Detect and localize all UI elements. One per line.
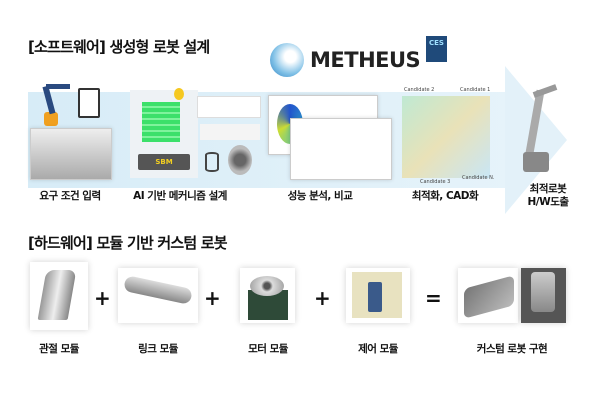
module-label: 제어 모듈 xyxy=(358,343,398,355)
result-label: 커스텀 로봇 구현 xyxy=(476,343,548,355)
joint-module-image xyxy=(30,262,88,330)
final-robot-image xyxy=(515,82,559,174)
mechanism-panel: SBM xyxy=(130,90,198,178)
analysis-screen-front xyxy=(290,118,392,180)
motor-module-image xyxy=(240,268,295,323)
candidate-label: Candidate 3 xyxy=(420,179,451,185)
logo-text: METHEUS xyxy=(310,48,421,72)
custom-robot-cad-image xyxy=(458,268,518,323)
module-label: 모터 모듈 xyxy=(248,343,288,355)
plus-sign: + xyxy=(204,286,221,310)
module-label: 관절 모듈 xyxy=(39,343,79,355)
green-cube-icon xyxy=(142,102,180,142)
hardware-section-title: [하드웨어] 모듈 기반 커스텀 로봇 xyxy=(28,234,228,252)
custom-robot-photo xyxy=(521,268,566,323)
checklist-icon xyxy=(78,88,100,118)
step-label: 성능 분석, 비교 xyxy=(287,190,353,202)
swirl-icon xyxy=(270,43,304,77)
module-label: 링크 모듈 xyxy=(138,343,178,355)
candidate-label: Candidate N. xyxy=(462,175,495,181)
linkage-diagrams xyxy=(200,124,260,140)
candidate-label: Candidate 1 xyxy=(460,87,491,93)
ces-badge: CES xyxy=(426,36,447,62)
final-label: 최적로봇 H/W도출 xyxy=(515,183,581,209)
robot-arm-icon xyxy=(32,80,70,126)
plus-sign: + xyxy=(94,286,111,310)
control-module-image xyxy=(346,268,410,323)
metheus-logo: METHEUS xyxy=(266,36,424,84)
final-label-line1: 최적로봇 xyxy=(529,183,567,195)
software-section-title: [소프트웨어] 생성형 로봇 설계 xyxy=(28,38,210,56)
final-label-line2: H/W도출 xyxy=(527,196,569,208)
step-label: AI 기반 메커니즘 설계 xyxy=(133,190,227,202)
link-module-image xyxy=(118,268,198,323)
plus-sign: + xyxy=(314,286,331,310)
sbm-box: SBM xyxy=(138,154,190,170)
database-icon xyxy=(205,152,219,172)
requirements-screen xyxy=(30,128,112,180)
step-label: 요구 조건 입력 xyxy=(39,190,101,202)
equations xyxy=(197,96,261,118)
optimization-surface xyxy=(402,96,490,178)
step-label: 최적화, CAD화 xyxy=(411,190,479,202)
candidate-label: Candidate 2 xyxy=(404,87,435,93)
gear-parts-icon xyxy=(228,145,252,175)
equals-sign: = xyxy=(425,286,442,310)
lightbulb-icon xyxy=(174,88,184,100)
